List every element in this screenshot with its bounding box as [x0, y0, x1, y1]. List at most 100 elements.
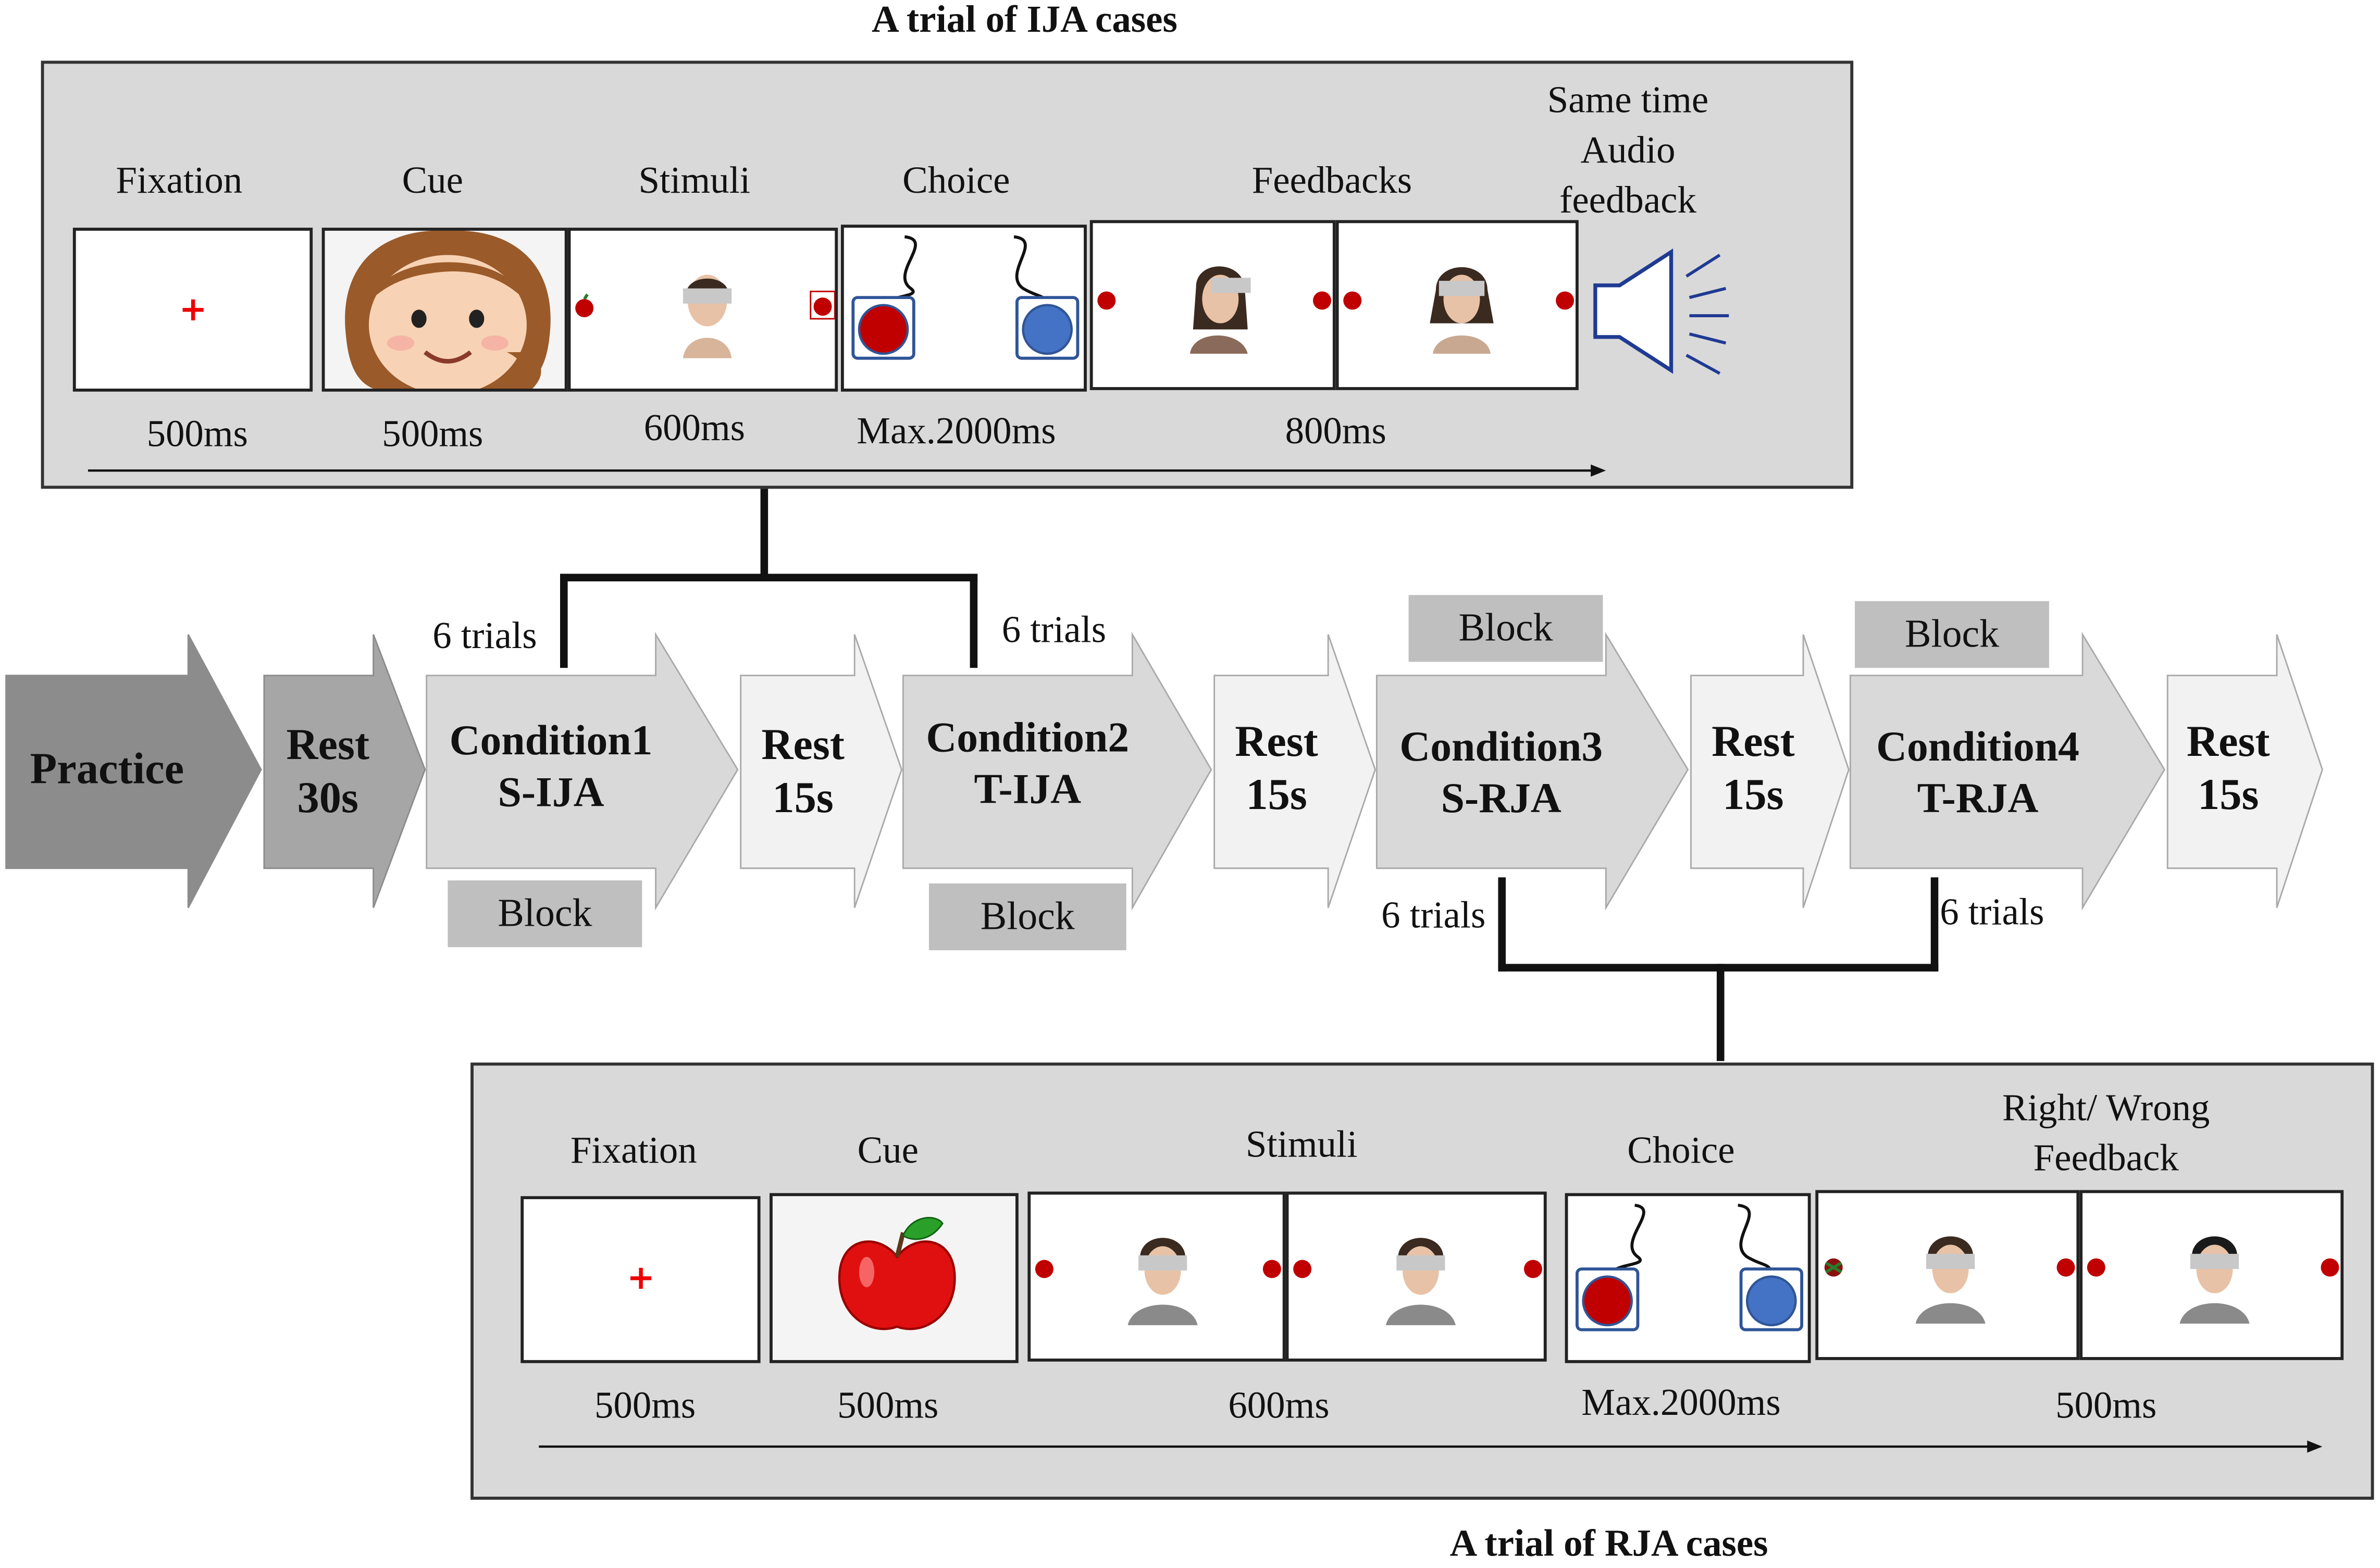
ija-duration-choice: Max.2000ms — [857, 411, 1056, 453]
apple-left-icon — [1343, 291, 1362, 310]
connector-rja-left — [1498, 877, 1506, 972]
ija-duration-fixation: 500ms — [146, 414, 248, 456]
rja-time-axis-arrow — [539, 1440, 2323, 1453]
practice-label: Practice — [30, 745, 184, 794]
face-blindfold-icon — [1430, 267, 1494, 354]
connector-ija-right — [970, 574, 978, 668]
rest-15s-arrow-1 — [740, 634, 903, 908]
rest-15s-arrow-3 — [1690, 634, 1850, 908]
condition4-arrow — [1849, 631, 2166, 911]
ija-duration-feedbacks: 800ms — [1285, 411, 1386, 453]
condition3-label: Condition3 S-RJA — [1378, 723, 1624, 825]
rest-15s-label-3: Rest 15s — [1691, 716, 1815, 822]
rest-duration: 30s — [297, 774, 358, 823]
ija-step-label-stimuli: Stimuli — [638, 160, 751, 202]
ija-time-axis-arrow — [88, 464, 1606, 477]
rest-duration: 15s — [2198, 770, 2259, 819]
rja-feedback-label-line1: Right/ Wrong — [2002, 1088, 2210, 1129]
condition2-arrow — [902, 631, 1212, 911]
rest-duration: 15s — [1246, 770, 1307, 819]
rja-step-label-cue: Cue — [857, 1130, 919, 1172]
rja-feedback-label-line2: Feedback — [2033, 1138, 2179, 1180]
rest-15s-label-1: Rest 15s — [741, 719, 865, 825]
condition2-type: T-IJA — [974, 766, 1082, 813]
rja-stimuli-screen-1 — [1027, 1191, 1286, 1362]
rja-duration-stimuli: 600ms — [1228, 1386, 1330, 1427]
rest-15s-arrow-2 — [1213, 634, 1376, 908]
rest-word: Rest — [2186, 718, 2270, 767]
rest-15s-label-2: Rest 15s — [1214, 716, 1339, 822]
trials-label-condition3: 6 trials — [1381, 895, 1486, 937]
face-blindfold-icon — [683, 275, 732, 358]
block-tag-condition4: Block — [1855, 601, 2049, 668]
cartoon-girl-face-icon — [345, 230, 551, 389]
rest-duration: 15s — [772, 774, 834, 823]
connector-rja-right — [1930, 877, 1939, 972]
ija-feedback-screen-2 — [1335, 220, 1579, 390]
condition1-arrow — [426, 631, 739, 911]
rja-step-label-stimuli: Stimuli — [1245, 1125, 1358, 1166]
rest-duration: 15s — [1722, 770, 1784, 819]
ija-step-label-choice: Choice — [902, 160, 1010, 202]
ija-choice-screen — [840, 225, 1087, 392]
apple-right-icon — [1556, 291, 1575, 310]
fixation-cross-icon: + — [179, 291, 207, 330]
face-blindfold-icon — [1127, 1238, 1198, 1325]
connector-ija-left — [560, 574, 568, 668]
ija-duration-cue: 500ms — [382, 414, 484, 456]
trials-label-condition2: 6 trials — [1001, 610, 1107, 652]
condition4-type: T-RJA — [1917, 775, 2039, 823]
apple-left-icon — [1097, 291, 1116, 310]
condition4-label: Condition4 T-RJA — [1855, 723, 2101, 825]
rja-duration-cue: 500ms — [837, 1386, 939, 1427]
audio-feedback-label-line1: Same time — [1547, 80, 1709, 122]
connector-ija-bar — [560, 574, 978, 582]
rest-word: Rest — [1235, 718, 1318, 767]
trials-label-condition4: 6 trials — [1940, 892, 2044, 934]
audio-feedback-label-line3: feedback — [1559, 180, 1696, 222]
audio-feedback-label-line2: Audio — [1580, 130, 1676, 172]
ija-feedback-screen-1 — [1089, 220, 1336, 390]
apple-right-icon — [810, 291, 835, 320]
rest-30s-label: Rest 30s — [267, 719, 389, 825]
ija-stimuli-screen — [567, 228, 838, 392]
condition2-label: Condition2 T-IJA — [904, 714, 1150, 816]
rja-choice-screen — [1565, 1193, 1811, 1363]
apple-right-icon — [1262, 1260, 1281, 1278]
rja-duration-feedback: 500ms — [2055, 1386, 2157, 1427]
response-buttons-icon — [1576, 1203, 1804, 1331]
apple-right-icon — [1313, 291, 1331, 310]
ija-step-label-cue: Cue — [402, 160, 463, 202]
rja-duration-choice: Max.2000ms — [1581, 1383, 1781, 1424]
trials-label-condition1: 6 trials — [432, 616, 537, 657]
apple-left-icon — [1035, 1260, 1053, 1278]
rja-duration-fixation: 500ms — [594, 1386, 696, 1427]
fixation-cross-icon: + — [627, 1260, 655, 1298]
face-blindfold-icon — [1385, 1238, 1456, 1325]
apple-right-icon — [1523, 1260, 1542, 1278]
block-tag-condition1: Block — [448, 880, 642, 948]
rest-30s-arrow — [263, 634, 426, 909]
apple-left-icon — [575, 293, 594, 318]
rest-15s-arrow-4 — [2166, 634, 2323, 908]
response-buttons-icon — [851, 235, 1080, 360]
rja-feedback-screen-2 — [2079, 1190, 2344, 1360]
block-tag-condition2: Block — [928, 883, 1126, 951]
rest-word: Rest — [761, 721, 845, 770]
face-blindfold-icon — [2179, 1236, 2250, 1324]
rest-word: Rest — [1712, 718, 1795, 767]
practice-arrow — [5, 634, 262, 909]
ija-duration-stimuli: 600ms — [643, 408, 745, 450]
apple-right-icon — [2321, 1258, 2339, 1277]
condition2-name: Condition2 — [926, 715, 1130, 762]
condition3-arrow — [1375, 631, 1689, 911]
ija-cue-cartoon-screen — [321, 228, 568, 392]
ija-step-label-fixation: Fixation — [116, 160, 243, 202]
condition1-label: Condition1 S-IJA — [428, 716, 674, 818]
condition1-type: S-IJA — [498, 769, 604, 816]
ija-panel-title: A trial of IJA cases — [872, 0, 1177, 41]
condition4-name: Condition4 — [1876, 724, 2079, 771]
rja-step-label-choice: Choice — [1627, 1130, 1735, 1172]
face-blindfold-icon — [1915, 1236, 1986, 1324]
timeline-arrows — [5, 631, 2323, 911]
